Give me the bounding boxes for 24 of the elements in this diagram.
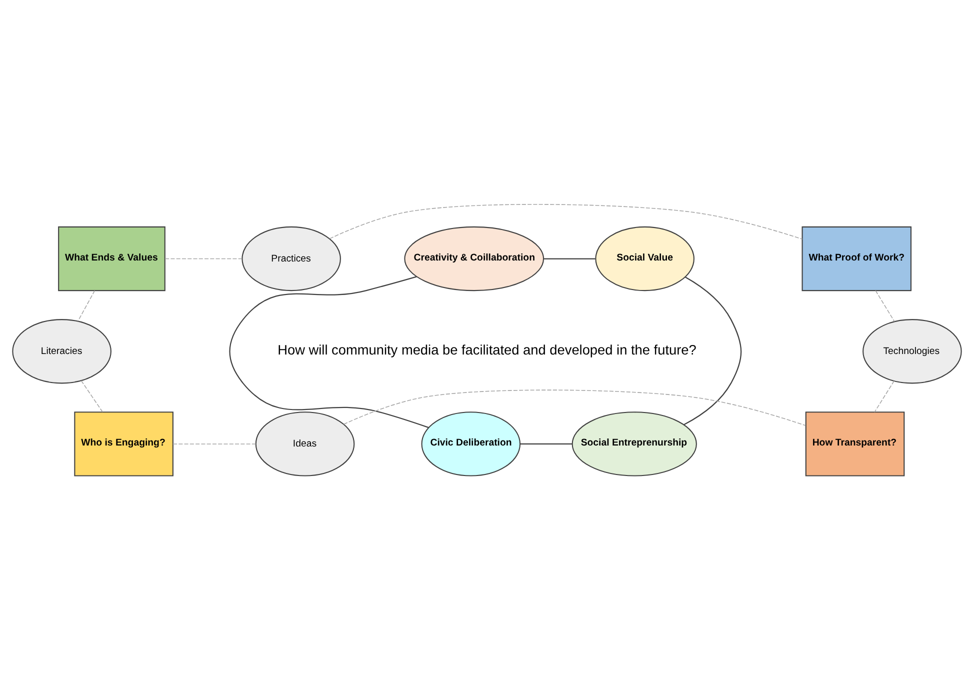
node-ellipse: Literacies: [12, 319, 112, 384]
connector: [80, 380, 103, 412]
node-ellipse: Civic Deliberation: [421, 412, 521, 476]
connector: [164, 258, 242, 260]
label: How will community media be facilitated and developed in the future?: [278, 342, 696, 358]
connector: [543, 258, 596, 260]
node-box: Who is Engaging?: [74, 412, 174, 476]
node-ellipse: Social Value: [595, 226, 694, 292]
connector: [875, 290, 895, 322]
node-box: What Ends & Values: [58, 226, 166, 292]
connector: [684, 276, 742, 426]
connector: [520, 443, 572, 445]
node-ellipse: Practices: [242, 226, 341, 292]
connector: [343, 390, 806, 426]
connector: [329, 204, 803, 240]
node-ellipse: Social Entreprenurship: [572, 412, 697, 476]
node-ellipse: Ideas: [255, 412, 355, 476]
node-ellipse: Creativity & Coillaboration: [404, 226, 544, 292]
connector: [78, 290, 96, 322]
connector: [874, 380, 894, 412]
connector: [229, 276, 429, 428]
node-box: How Transparent?: [805, 412, 905, 476]
node-box: What Proof of Work?: [802, 226, 912, 292]
node-ellipse: Technologies: [862, 319, 962, 384]
